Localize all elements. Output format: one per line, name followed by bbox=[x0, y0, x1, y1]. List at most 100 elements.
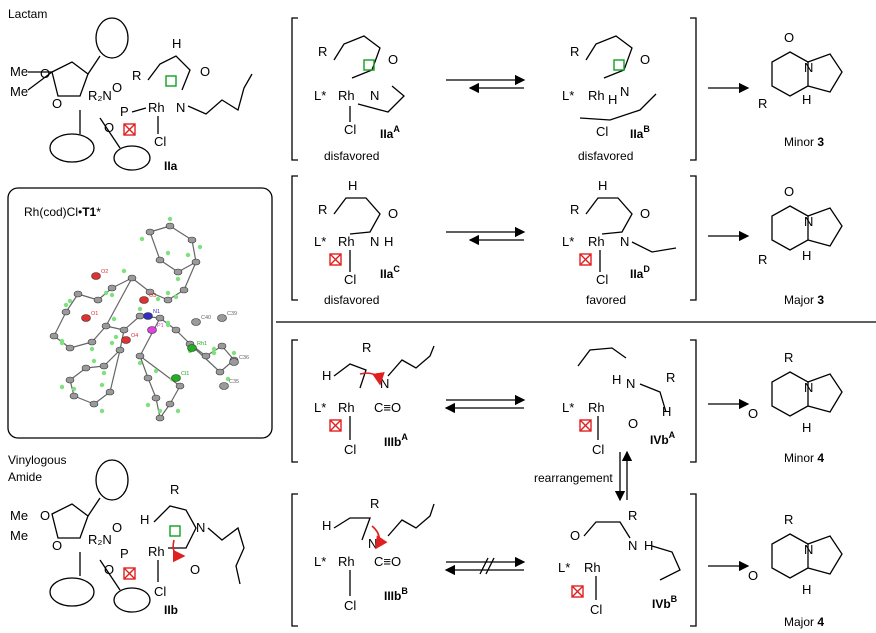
svg-text:N: N bbox=[368, 536, 377, 551]
crystal-atom bbox=[127, 274, 137, 282]
label-IIaA: IIaA bbox=[380, 124, 400, 141]
svg-text:O: O bbox=[388, 52, 398, 67]
label-IIaB: IIaB bbox=[630, 124, 650, 141]
crystal-hydrogen bbox=[211, 350, 217, 356]
svg-text:O: O bbox=[748, 568, 758, 583]
crystal-atom bbox=[61, 308, 71, 316]
svg-text:O: O bbox=[640, 206, 650, 221]
crystal-hydrogen bbox=[165, 250, 171, 256]
intermediate-IVbB: O R N H L* Rh Cl bbox=[558, 508, 681, 617]
svg-text:O: O bbox=[640, 52, 650, 67]
product-minor-4-structure: R N O H bbox=[748, 350, 843, 435]
crystal-atom-label: N1 bbox=[153, 309, 160, 315]
svg-text:C≡O: C≡O bbox=[374, 554, 401, 569]
svg-text:H: H bbox=[140, 512, 149, 527]
svg-text:O: O bbox=[628, 416, 638, 431]
crystal-heteroatom bbox=[187, 344, 197, 352]
intermediate-IIaD: H R O L* Rh N Cl bbox=[562, 178, 677, 287]
crystal-heteroatom bbox=[147, 326, 157, 334]
crystal-atom bbox=[87, 338, 97, 346]
svg-text:Rh: Rh bbox=[588, 400, 605, 415]
crystal-atom bbox=[143, 374, 153, 382]
catalyst-IIb: O O Me Me R₂N O P O Rh Cl R H O N bbox=[10, 459, 245, 613]
lactam-label: Lactam bbox=[8, 7, 47, 21]
crystal-bond bbox=[183, 261, 197, 291]
crystal-atom bbox=[101, 322, 111, 330]
svg-text:O: O bbox=[112, 80, 122, 95]
svg-text:Cl: Cl bbox=[592, 442, 604, 457]
svg-text:R: R bbox=[628, 508, 637, 523]
label-IVbB: IVbB bbox=[652, 594, 678, 611]
svg-text:O: O bbox=[52, 538, 62, 553]
bracket-row4 bbox=[291, 493, 697, 627]
crystal-atom bbox=[73, 290, 83, 298]
crystal-atom bbox=[145, 288, 155, 296]
crystal-atom bbox=[135, 352, 145, 360]
crystal-hydrogen bbox=[185, 252, 191, 258]
crystal-atom-label: O3 bbox=[149, 293, 156, 299]
svg-text:L*: L* bbox=[314, 88, 326, 103]
svg-text:Cl: Cl bbox=[154, 584, 166, 599]
crystal-heteroatom bbox=[139, 296, 149, 304]
crystal-hydrogen bbox=[167, 216, 173, 222]
crystal-hydrogen bbox=[139, 236, 145, 242]
crystal-hydrogen bbox=[113, 334, 119, 340]
svg-text:N: N bbox=[196, 520, 205, 535]
crystal-atom bbox=[81, 364, 91, 372]
svg-text:Rh: Rh bbox=[338, 554, 355, 569]
svg-text:H: H bbox=[598, 178, 607, 193]
crystal-hydrogen bbox=[175, 276, 181, 282]
crystal-hydrogen bbox=[225, 376, 231, 382]
svg-text:H: H bbox=[644, 538, 653, 553]
crystal-atom-label: Cl1 bbox=[181, 371, 189, 377]
crystal-atom bbox=[163, 296, 173, 304]
intermediate-IIaA: R O L* Rh N Cl bbox=[314, 35, 405, 137]
svg-text:N: N bbox=[620, 234, 629, 249]
svg-text:Cl: Cl bbox=[590, 602, 602, 617]
svg-text:Me: Me bbox=[10, 528, 28, 543]
crystal-atom bbox=[115, 346, 125, 354]
svg-text:Cl: Cl bbox=[596, 124, 608, 139]
product-minor-3: Minor 3 bbox=[784, 135, 824, 149]
crystal-bond bbox=[169, 225, 193, 241]
crystal-hydrogen bbox=[145, 402, 151, 408]
crystal-hydrogen bbox=[165, 290, 171, 296]
svg-text:N: N bbox=[628, 538, 637, 553]
crystal-atom-label: O2 bbox=[101, 269, 108, 275]
svg-text:R₂N: R₂N bbox=[88, 88, 112, 103]
svg-text:N: N bbox=[370, 234, 379, 249]
crystal-hydrogen bbox=[71, 386, 77, 392]
svg-text:L*: L* bbox=[562, 88, 574, 103]
svg-text:R₂N: R₂N bbox=[88, 532, 112, 547]
svg-text:P: P bbox=[120, 104, 129, 119]
svg-text:C≡O: C≡O bbox=[374, 400, 401, 415]
svg-text:H: H bbox=[348, 178, 357, 193]
svg-text:N: N bbox=[804, 380, 813, 395]
crystal-title: Rh(cod)Cl•T1* bbox=[24, 205, 101, 219]
svg-text:N: N bbox=[370, 88, 379, 103]
bracket-row1 bbox=[291, 17, 697, 161]
label-IIb: IIb bbox=[164, 603, 178, 617]
crystal-heteroatom bbox=[217, 314, 227, 322]
crystal-atom bbox=[65, 344, 75, 352]
crystal-bond bbox=[155, 397, 161, 419]
crystal-atom-label: C36 bbox=[239, 355, 249, 361]
bracket-row3 bbox=[291, 339, 697, 463]
equilibrium-arrow-1 bbox=[446, 74, 526, 94]
crystal-atom bbox=[155, 314, 165, 322]
svg-text:L*: L* bbox=[314, 234, 326, 249]
crystal-atom bbox=[69, 392, 79, 400]
svg-text:L*: L* bbox=[314, 400, 326, 415]
crystal-hydrogen bbox=[155, 296, 161, 302]
crystal-bond bbox=[109, 349, 121, 393]
svg-text:Rh: Rh bbox=[588, 234, 605, 249]
svg-text:L*: L* bbox=[562, 234, 574, 249]
svg-text:Rh: Rh bbox=[584, 560, 601, 575]
svg-text:O: O bbox=[104, 562, 114, 577]
svg-text:R: R bbox=[132, 68, 141, 83]
svg-text:N: N bbox=[626, 376, 635, 391]
svg-text:N: N bbox=[380, 376, 389, 391]
crystal-atom-label: P1 bbox=[157, 323, 164, 329]
svg-text:Cl: Cl bbox=[344, 122, 356, 137]
